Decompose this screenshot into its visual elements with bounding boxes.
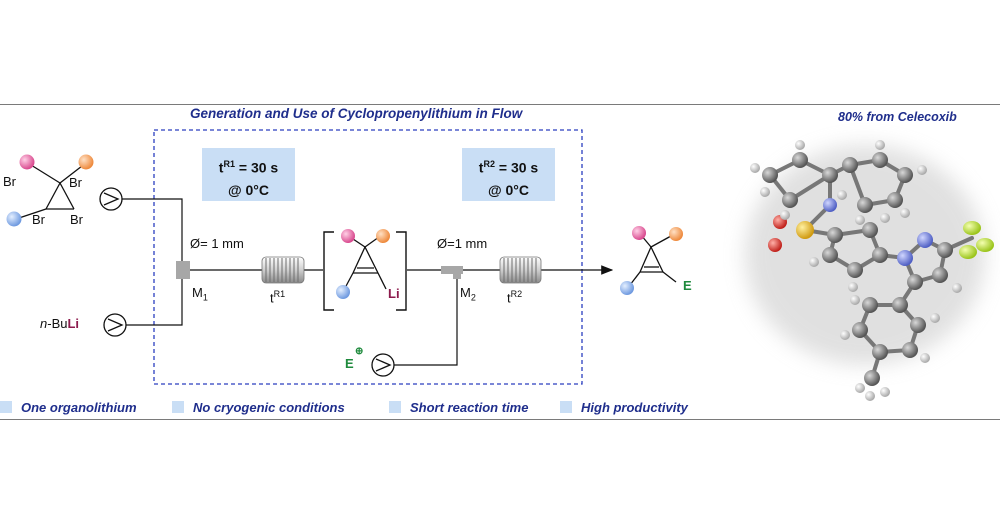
condition-2-temp: @ 0°C bbox=[487, 181, 530, 198]
bromine-label-1: Br bbox=[3, 174, 16, 189]
condition-2-value: = 30 s bbox=[494, 159, 539, 176]
condition-2-t: t bbox=[478, 159, 484, 176]
condition-2-sup: R2 bbox=[483, 159, 495, 169]
bromine-label-3: Br bbox=[32, 212, 45, 227]
bromine-label-2: Br bbox=[69, 175, 82, 190]
feature-bullet-icon bbox=[389, 401, 401, 413]
mixer-1-icon bbox=[176, 261, 190, 279]
feature-item: No cryogenic conditions bbox=[172, 400, 345, 415]
starting-material-structure bbox=[6, 154, 94, 227]
reactor-2-sup: R2 bbox=[510, 289, 523, 299]
bromine-label-4: Br bbox=[70, 212, 83, 227]
coil-reactor-1-icon bbox=[261, 256, 305, 284]
mixer-2-icon bbox=[441, 266, 463, 279]
intermediate-li-label: Li bbox=[388, 286, 400, 301]
reactor-1-label: tR1 bbox=[270, 289, 285, 305]
electrophile-label: E bbox=[345, 356, 354, 371]
reactor-2-label: tR2 bbox=[507, 289, 522, 305]
reactor-1-t: t bbox=[270, 290, 274, 306]
nbuli-prefix: n bbox=[40, 316, 48, 331]
molecule-caption: 80% from Celecoxib bbox=[838, 110, 957, 124]
feature-item: High productivity bbox=[560, 400, 688, 415]
nbuli-li: Li bbox=[67, 316, 80, 331]
mixer-2-text: M bbox=[460, 285, 471, 300]
condition-box-2: tR2 = 30 s @ 0°C bbox=[462, 148, 555, 201]
substituent-pink-sphere bbox=[19, 154, 35, 170]
condition-1-sup: R1 bbox=[223, 159, 235, 169]
feature-item: Short reaction time bbox=[389, 400, 528, 415]
pump-3-icon bbox=[371, 353, 395, 377]
mixer-1-text: M bbox=[192, 285, 203, 300]
condition-1-temp: @ 0°C bbox=[227, 181, 270, 198]
flow-region-border bbox=[153, 129, 583, 385]
feature-label: No cryogenic conditions bbox=[193, 400, 345, 415]
flow-tubing bbox=[122, 198, 614, 366]
product-structure bbox=[620, 226, 683, 295]
nbuli-mid: -Bu bbox=[47, 316, 68, 331]
top-border bbox=[0, 104, 1000, 105]
pump-2-icon bbox=[103, 313, 127, 337]
substituent-blue-sphere bbox=[6, 211, 22, 227]
nbuli-label: n-BuLi bbox=[40, 316, 79, 331]
bottom-border bbox=[0, 419, 1000, 420]
electrophile-charge: ⊕ bbox=[355, 346, 364, 357]
product-e-label: E bbox=[683, 278, 692, 293]
feature-label: High productivity bbox=[581, 400, 688, 415]
mixer-2-sub: 2 bbox=[470, 292, 476, 303]
condition-1-value: = 30 s bbox=[234, 159, 279, 176]
crystal-structure-image bbox=[745, 140, 994, 401]
mixer-1-label: M1 bbox=[192, 285, 208, 303]
diameter-2-label: Ø=1 mm bbox=[437, 236, 488, 251]
feature-bullet-icon bbox=[172, 401, 184, 413]
pump-1-icon bbox=[99, 187, 123, 211]
feature-bullet-icon bbox=[0, 401, 12, 413]
condition-box-1: tR1 = 30 s @ 0°C bbox=[202, 148, 295, 201]
mixer-2-label: M2 bbox=[460, 285, 476, 303]
feature-item: One organolithium bbox=[0, 400, 137, 415]
condition-1-t: t bbox=[218, 159, 224, 176]
reactor-1-sup: R1 bbox=[273, 289, 286, 299]
feature-label: One organolithium bbox=[21, 400, 137, 415]
feature-label: Short reaction time bbox=[410, 400, 529, 415]
substituent-orange-sphere bbox=[78, 154, 94, 170]
coil-reactor-2-icon bbox=[499, 256, 542, 284]
diameter-1-label: Ø= 1 mm bbox=[190, 236, 244, 251]
mixer-1-sub: 1 bbox=[202, 292, 208, 303]
scheme-title: Generation and Use of Cyclopropenylithiu… bbox=[190, 106, 523, 121]
intermediate-structure bbox=[323, 229, 407, 311]
feature-bullet-icon bbox=[560, 401, 572, 413]
reactor-2-t: t bbox=[507, 290, 511, 306]
